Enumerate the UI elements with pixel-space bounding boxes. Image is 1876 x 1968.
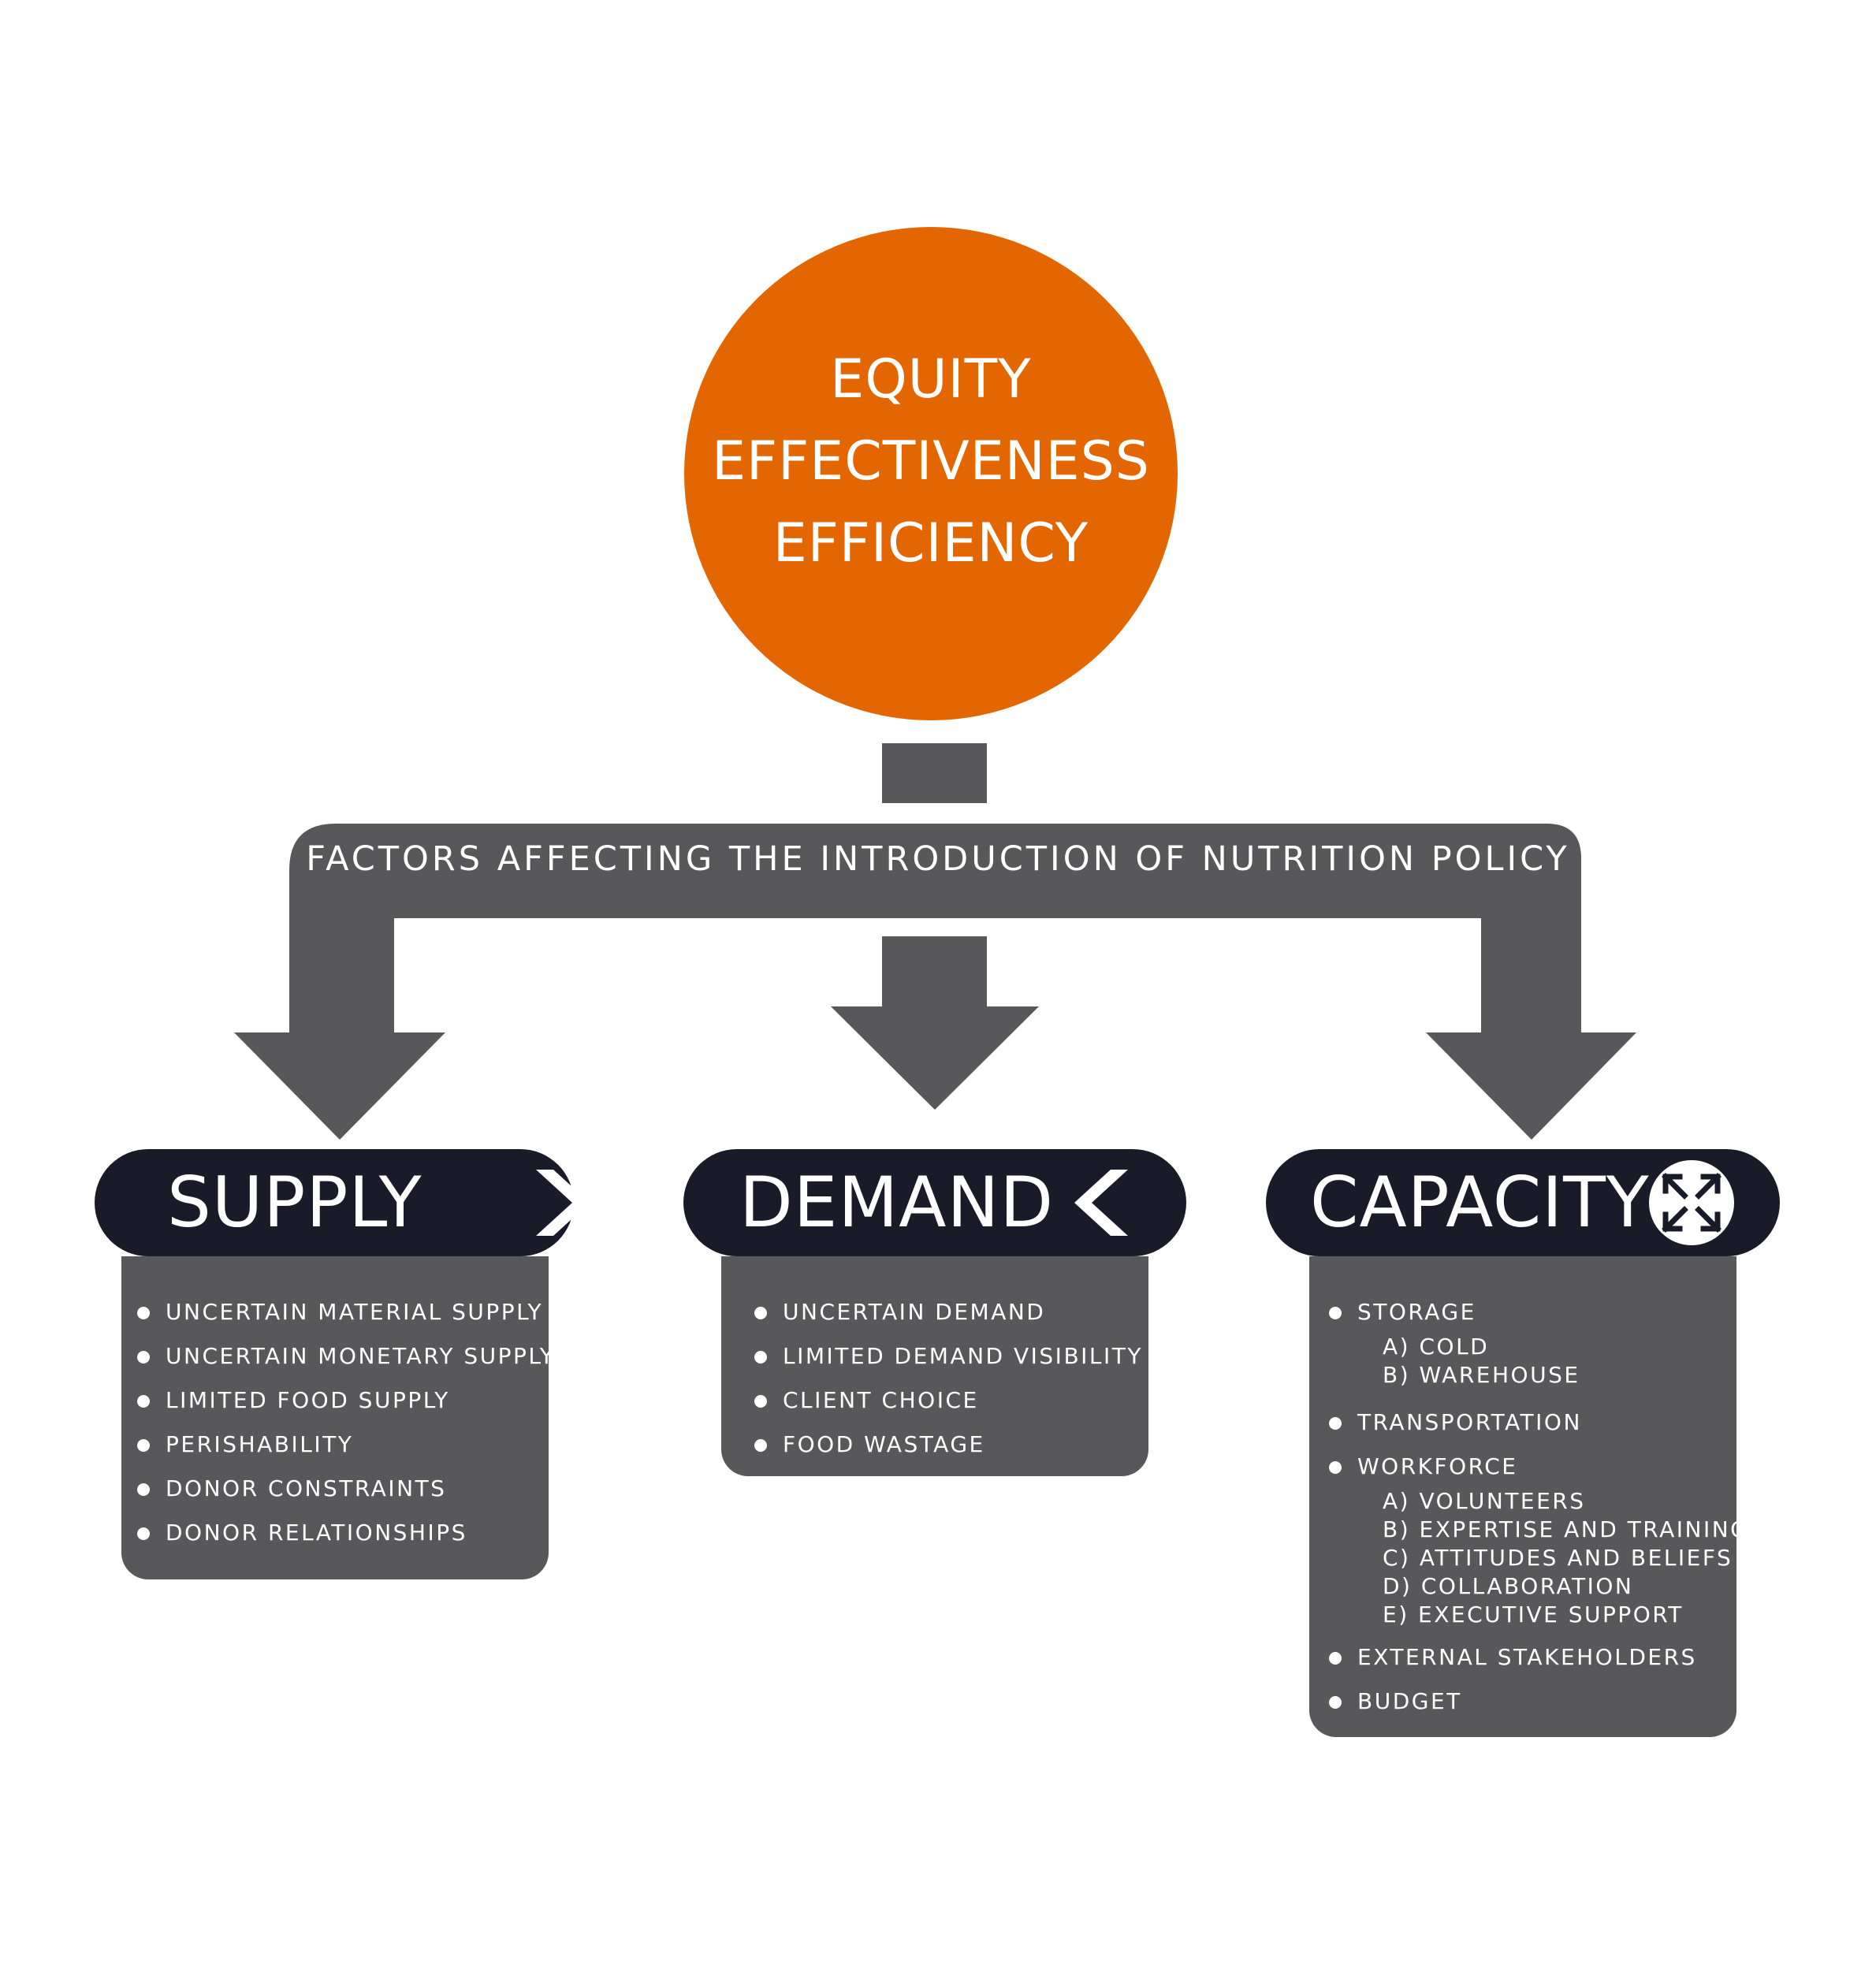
list-item: CLIENT CHOICE (754, 1390, 1148, 1412)
bullet-icon (754, 1439, 767, 1452)
bullet-icon (137, 1307, 150, 1319)
list-item: PERISHABILITY (137, 1434, 549, 1456)
list-item: DONOR RELATIONSHIPS (137, 1522, 549, 1544)
demand-title: DEMAND (739, 1162, 1055, 1243)
bullet-icon (1329, 1307, 1342, 1319)
list-item: BUDGET (1329, 1691, 1736, 1713)
demand-list: UNCERTAIN DEMAND LIMITED DEMAND VISIBILI… (721, 1256, 1148, 1456)
goal-circle (684, 227, 1178, 720)
demand-box: UNCERTAIN DEMAND LIMITED DEMAND VISIBILI… (721, 1256, 1148, 1476)
sub-item: C) ATTITUDES AND BELIEFS (1383, 1545, 1733, 1571)
goal-efficiency: EFFICIENCY (772, 512, 1089, 575)
list-item: LIMITED DEMAND VISIBILITY (754, 1345, 1148, 1367)
expand-arrows-icon (1649, 1160, 1734, 1245)
bullet-icon (137, 1439, 150, 1452)
factors-label: FACTORS AFFECTING THE INTRODUCTION OF NU… (306, 839, 1570, 879)
list-item: UNCERTAIN MATERIAL SUPPLY (137, 1301, 549, 1323)
sub-item: D) COLLABORATION (1383, 1573, 1634, 1599)
center-arrow (831, 936, 1039, 1110)
bullet-icon (137, 1483, 150, 1496)
sub-item: A) VOLUNTEERS (1383, 1488, 1586, 1514)
capacity-title: CAPACITY (1310, 1162, 1650, 1243)
capacity-pill: CAPACITY (1266, 1149, 1780, 1256)
supply-box: UNCERTAIN MATERIAL SUPPLY UNCERTAIN MONE… (121, 1256, 553, 1579)
list-item: TRANSPORTATION (1329, 1412, 1736, 1434)
chevron-left-icon (1074, 1170, 1128, 1236)
bullet-icon (137, 1527, 150, 1540)
supply-list: UNCERTAIN MATERIAL SUPPLY UNCERTAIN MONE… (121, 1256, 553, 1544)
bullet-icon (754, 1307, 767, 1319)
list-item: LIMITED FOOD SUPPLY (137, 1390, 549, 1412)
sub-item: B) EXPERTISE AND TRAINING (1383, 1516, 1750, 1542)
bullet-icon (754, 1351, 767, 1363)
list-item: UNCERTAIN MONETARY SUPPLY (137, 1345, 553, 1367)
bullet-icon (137, 1395, 150, 1408)
bullet-icon (1329, 1652, 1342, 1665)
bullet-icon (754, 1395, 767, 1408)
bullet-icon (1329, 1461, 1342, 1474)
supply-title: SUPPLY (167, 1162, 422, 1243)
goal-stem (882, 743, 987, 803)
sub-item: B) WAREHOUSE (1383, 1362, 1580, 1388)
goal-effectiveness: EFFECTIVENESS (712, 430, 1150, 493)
list-item: DONOR CONSTRAINTS (137, 1478, 549, 1500)
goal-equity: EQUITY (830, 348, 1032, 411)
bullet-icon (1329, 1696, 1342, 1709)
chevron-right-icon (536, 1170, 590, 1236)
sub-item: A) COLD (1383, 1334, 1490, 1360)
demand-pill: DEMAND (683, 1149, 1186, 1256)
sub-item: E) EXECUTIVE SUPPORT (1383, 1602, 1684, 1628)
capacity-list: STORAGE A) COLD B) WAREHOUSE TRANSPORTAT… (1309, 1256, 1750, 1713)
supply-pill: SUPPLY (95, 1149, 590, 1256)
capacity-box: STORAGE A) COLD B) WAREHOUSE TRANSPORTAT… (1309, 1256, 1750, 1737)
list-item: FOOD WASTAGE (754, 1434, 1148, 1456)
list-item: WORKFORCE (1329, 1456, 1736, 1478)
bullet-icon (1329, 1417, 1342, 1430)
goal-text: EQUITY EFFECTIVENESS EFFICIENCY (687, 339, 1175, 585)
list-item: UNCERTAIN DEMAND (754, 1301, 1148, 1323)
bullet-icon (137, 1351, 150, 1363)
factors-connector (234, 824, 1636, 1140)
list-item: STORAGE (1329, 1301, 1736, 1323)
list-item: EXTERNAL STAKEHOLDERS (1329, 1646, 1736, 1669)
